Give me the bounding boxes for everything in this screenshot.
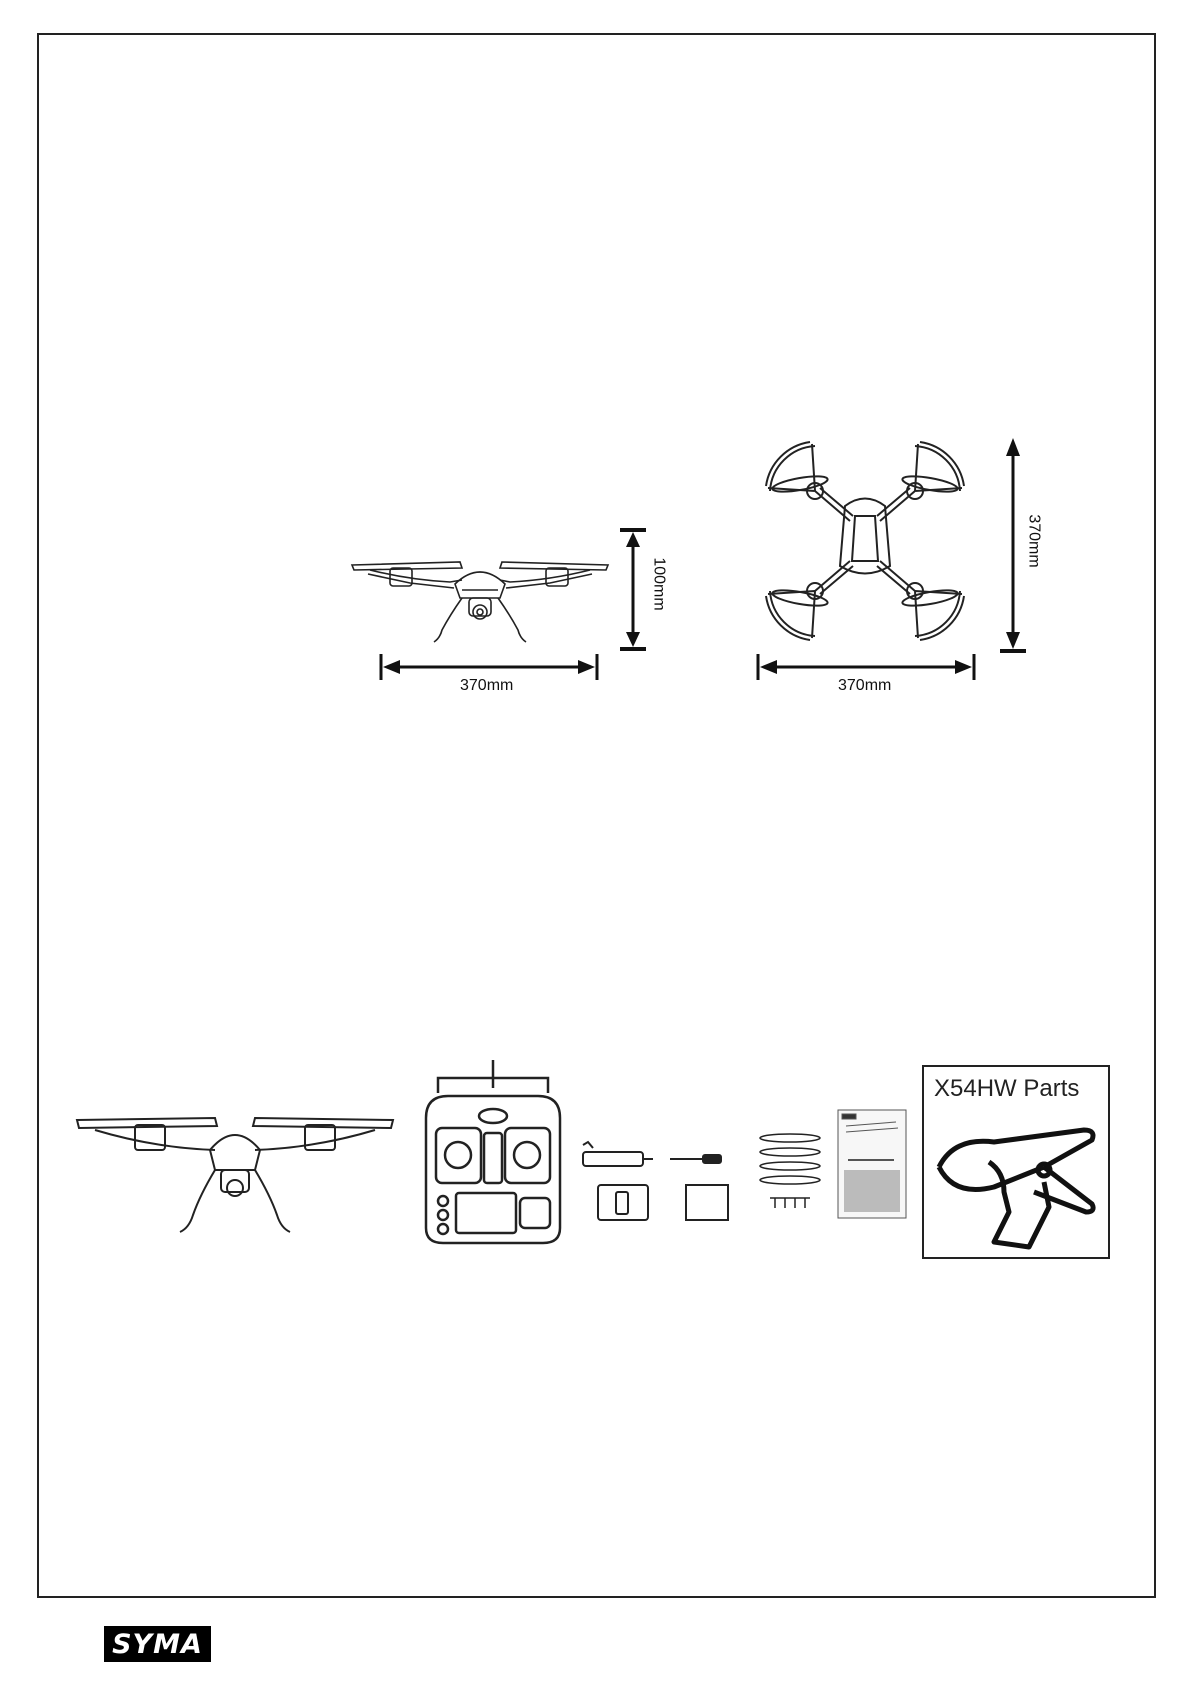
top-width-label: 370mm	[838, 677, 891, 695]
syma-logo: SYMA	[104, 1626, 211, 1662]
parts-title: X54HW Parts	[934, 1075, 1079, 1103]
height-label: 100mm	[650, 557, 668, 610]
package-accessories-image	[578, 1140, 748, 1225]
page-border	[37, 33, 1156, 1598]
drone-top-view-drawing	[760, 436, 970, 646]
depth-label: 370mm	[1025, 514, 1043, 567]
drone-side-view-drawing	[350, 550, 610, 650]
phone-clip-image	[934, 1112, 1104, 1252]
side-width-label: 370mm	[460, 677, 513, 695]
package-transmitter-image	[418, 1058, 568, 1248]
depth-dimension-arrow	[998, 436, 1028, 654]
height-dimension-arrow	[618, 527, 648, 652]
parts-box: X54HW Parts	[922, 1065, 1110, 1259]
package-drone-image	[75, 1110, 395, 1245]
package-manual-image	[836, 1108, 908, 1220]
package-propellers-image	[755, 1130, 830, 1215]
